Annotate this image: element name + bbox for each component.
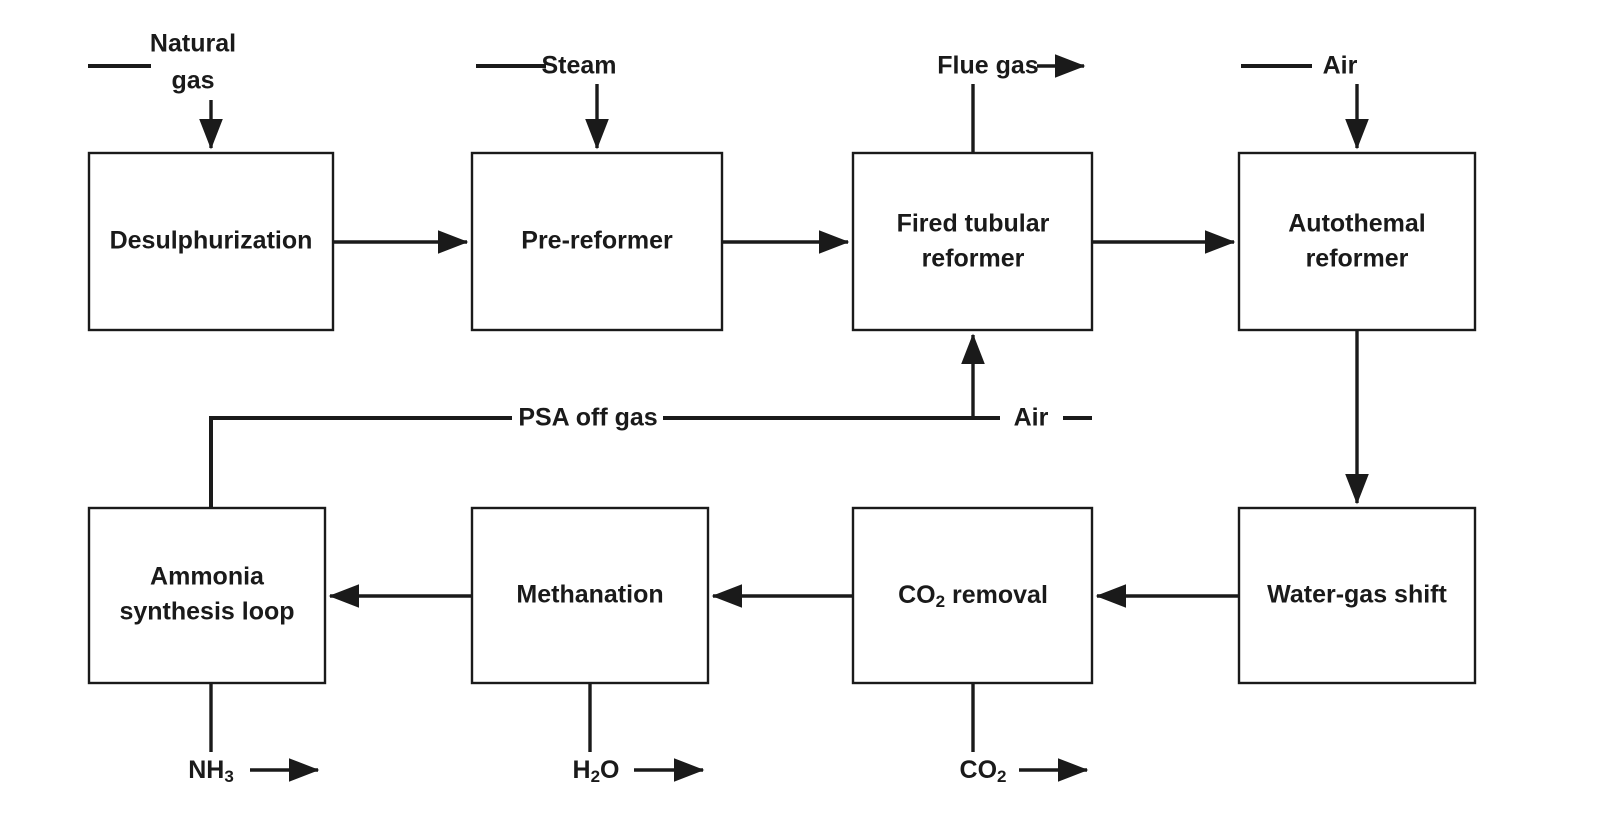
unit-label-fired-tubular-reformer-line2: reformer [922,245,1025,273]
unit-fired-tubular-reformer[interactable]: Fired tubular reformer [851,151,1094,332]
unit-box-autothemal-reformer[interactable] [1237,151,1477,332]
stream-air-top: Air [1241,52,1369,150]
unit-box-water-gas-shift[interactable] [1237,506,1477,685]
stream-label-water-product-sub: 2 [591,767,600,786]
unit-label-co2-removal-sub: 2 [936,592,945,611]
unit-pre-reformer[interactable]: Pre-reformer [470,151,724,332]
unit-water-gas-shift[interactable]: Water-gas shift [1237,506,1477,685]
stream-label-ammonia-product: NH3 [188,756,234,787]
unit-label-water-gas-shift: Water-gas shift [1267,581,1447,609]
stream-label-water-product-main: H [573,756,591,784]
unit-box-ammonia-synthesis-loop[interactable] [87,506,327,685]
unit-autothemal-reformer[interactable]: Autothemal reformer [1237,151,1477,332]
psa-off-gas-riser-left [209,416,512,508]
stream-ammonia-product: NH3 [188,683,320,787]
unit-label-co2-removal: CO2 removal [898,581,1048,612]
stream-co2-product: CO2 [960,683,1089,787]
unit-label-autothemal-reformer-line1: Autothemal [1288,210,1426,238]
stream-label-natural-gas-line2: gas [171,67,214,95]
unit-desulphurization[interactable]: Desulphurization [87,151,335,332]
unit-label-methanation: Methanation [516,581,663,609]
unit-label-ammonia-synthesis-loop-line1: Ammonia [150,563,265,591]
stream-label-natural-gas-line1: Natural [150,30,236,58]
unit-box-pre-reformer[interactable] [470,151,724,332]
stream-label-co2-product-main: CO [960,756,998,784]
unit-label-autothemal-reformer-line2: reformer [1306,245,1409,273]
unit-box-methanation[interactable] [470,506,710,685]
stream-label-air-mid: Air [1014,404,1049,432]
unit-label-fired-tubular-reformer-line1: Fired tubular [897,210,1050,238]
stream-water-product: H2O [573,683,705,787]
stream-label-water-product: H2O [573,756,620,787]
stream-label-co2-product-sub: 2 [997,767,1006,786]
stream-label-co2-product: CO2 [960,756,1007,787]
unit-label-co2-removal-tail: removal [945,581,1048,609]
stream-label-psa-off-gas: PSA off gas [518,404,657,432]
stream-label-air-top: Air [1323,52,1358,80]
stream-steam: Steam [476,52,617,150]
unit-label-co2-removal-main: CO [898,581,936,609]
stream-label-ammonia-product-main: NH [188,756,224,784]
stream-natural-gas: Natural gas [88,30,236,150]
stream-label-ammonia-product-sub: 3 [224,767,233,786]
unit-box-desulphurization[interactable] [87,151,335,332]
stream-air-mid: Air [1014,404,1092,432]
unit-methanation[interactable]: Methanation [470,506,710,685]
unit-label-ammonia-synthesis-loop-line2: synthesis loop [119,598,294,626]
unit-label-desulphurization: Desulphurization [110,227,313,255]
stream-label-steam: Steam [541,52,616,80]
unit-co2-removal[interactable]: CO2 removal [851,506,1094,685]
stream-label-flue-gas: Flue gas [937,52,1038,80]
unit-box-fired-tubular-reformer[interactable] [851,151,1094,332]
stream-label-water-product-tail: O [600,756,619,784]
stream-flue-gas: Flue gas [937,52,1086,153]
unit-label-pre-reformer: Pre-reformer [521,227,673,255]
unit-ammonia-synthesis-loop[interactable]: Ammonia synthesis loop [87,506,327,685]
stream-psa-off-gas: PSA off gas [209,333,1000,508]
unit-box-co2-removal[interactable] [851,506,1094,685]
